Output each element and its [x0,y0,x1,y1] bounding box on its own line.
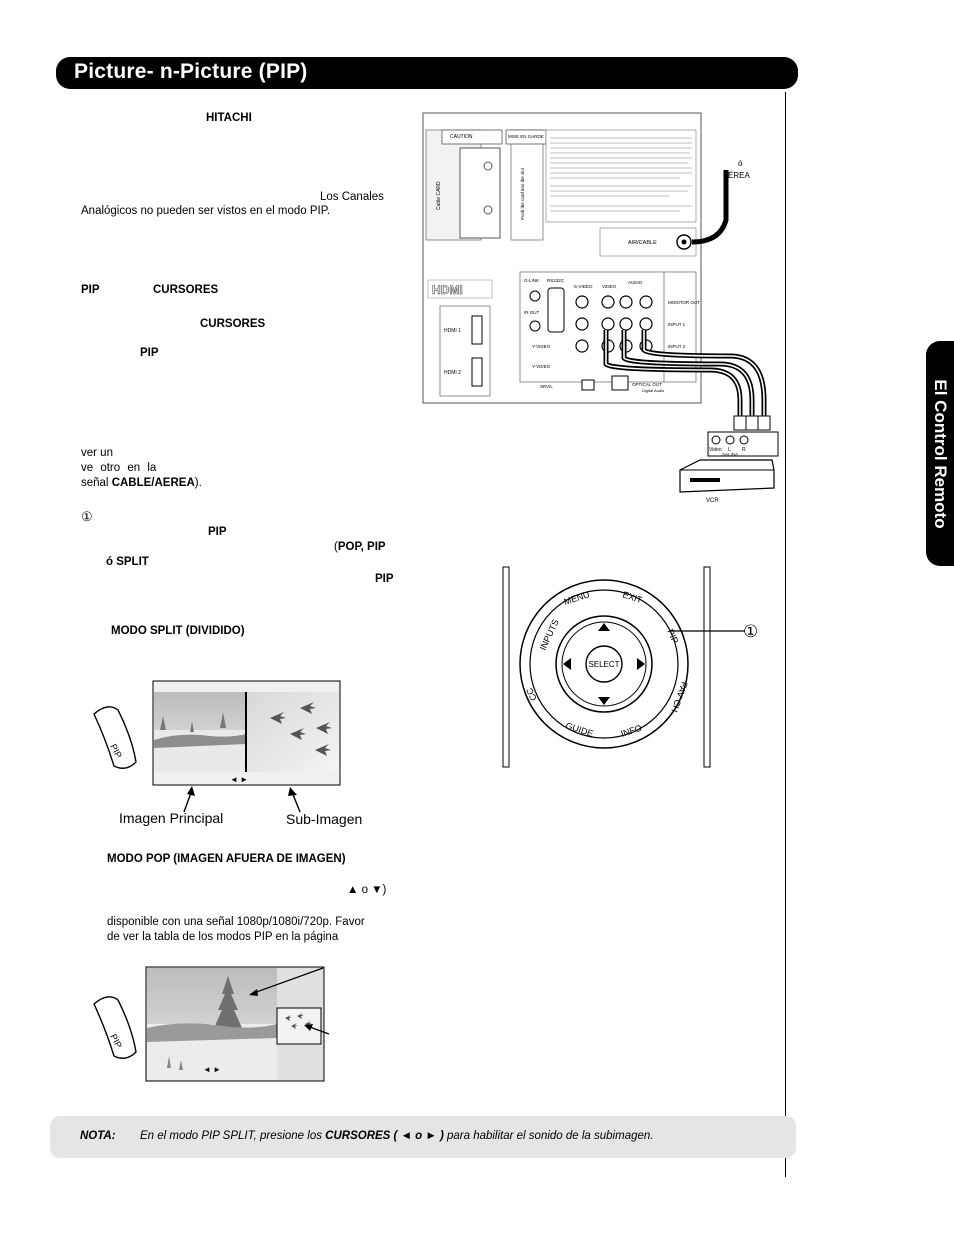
disponible-text: disponible con una señal 1080p/1080i/720… [107,916,365,928]
pip-text-2: PIP [140,347,159,359]
up-down-arrows-text: ▲ o ▼) [347,884,387,896]
pop-screen-illustration: ◄ ► [145,966,330,1082]
yvideo-text-2: Y-VIDEO [532,364,551,369]
cable-aerea-text: CABLE/AEREA [111,477,195,489]
input1-text: INPUT 1 [668,322,686,327]
vcr-salida-label: SALIDA [722,452,738,457]
pip-key-icon: PIP [93,706,137,769]
rs232c-text: RS232C [547,278,565,283]
split-screen-illustration: ◄ ► [152,680,341,786]
ver-un-text: ver un [81,447,113,459]
cable-card-text: Cable CARD [436,181,442,210]
select-label: SELECT [588,660,619,669]
area-o-text: ó [738,159,743,168]
ve-otro-text: ve otro en la [81,462,157,474]
monitor-out-text: MONITOR OUT [668,300,700,305]
digital-audio-text: Digital Audio [642,388,665,393]
senal-line: señal CABLE/AEREA). [81,476,202,490]
senal-post: ). [194,477,202,489]
side-tab [926,341,954,566]
note-label: NOTA: [80,1130,116,1142]
pip-text-4: PIP [375,573,394,585]
split-pointer-arrows [183,786,301,813]
note-box [50,1116,796,1158]
pip-text-3: PIP [208,526,227,538]
sub-imagen-label: Sub-Imagen [286,811,363,827]
vcr-r-label: R [742,447,746,453]
vcr-connection: Video L R SALIDA VCR [603,330,779,504]
brand-text: HITACHI [206,112,252,124]
audio-text: AUDIO [628,280,643,285]
mise-text: MISE EN GARDE [508,134,544,139]
pop-pip-text: POP, PIP [337,541,386,553]
note-bold: CURSORES ( ◄ o ► ) [325,1130,444,1142]
remote-callout: ① [743,622,758,641]
usb-text: SRVIL [540,384,553,389]
title-bar [56,57,798,89]
vcr-label: VCR [706,498,719,504]
cursores-text-2: CURSORES [200,318,266,330]
analog-text: Analógicos no pueden ser vistos en el mo… [81,205,331,217]
note-text: En el modo PIP SPLIT, presione los CURSO… [140,1130,654,1142]
cursores-text-1: CURSORES [153,284,219,296]
hdmi2-text: HDMI 2 [444,370,461,376]
yvideo-text-1: Y-VIDEO [532,344,551,349]
glink-text: G-LINK [524,278,539,283]
page-title: Picture- n-Picture (PIP) [74,60,308,83]
remote-illustration: SELECT MENU EXIT INPUTS PIP CC FAV CH GU… [502,566,758,768]
input2-text: INPUT 2 [668,344,686,349]
video-text: VIDEO [602,284,617,289]
vcr-video-label: Video [709,447,722,453]
step-one-marker: ① [81,509,93,524]
ir-out-text: IR OUT [524,310,540,315]
area-label-text: ÉREA [728,171,750,180]
modo-pop-heading: MODO POP (IMAGEN AFUERA DE IMAGEN) [107,853,346,865]
canales-text: Los Canales [320,191,384,203]
svideo-text: S-VIDEO [574,284,593,289]
pop-options: (POP, PIP [334,541,386,553]
pop-arrows: ◄ ► [203,1065,221,1074]
split-arrows: ◄ ► [230,775,248,784]
senal-pre: señal [81,477,112,489]
pip-key-icon-2: PIP [93,996,137,1059]
vcr-l-label: L [728,447,731,453]
modo-split-heading: MODO SPLIT (DIVIDIDO) [111,625,245,637]
imagen-principal-label: Imagen Principal [119,810,224,826]
tabla-text: de ver la tabla de los modos PIP en la p… [107,931,339,943]
column-divider [785,92,786,1177]
air-cable-text: AIR/CABLE [628,240,657,246]
hdmi1-text: HDMI 1 [444,328,461,334]
o-split-text: ó SPLIT [106,556,149,568]
hdmi-logo: HDMI [432,283,463,297]
push-card-text: Push the card into the slot [520,167,525,220]
caution-text: CAUTION [450,134,473,140]
side-tab-label: El Control Remoto [931,378,950,529]
optical-out-text: OPTICAL OUT [632,382,662,387]
tv-back-panel: Cable CARD Push the card into the slot C… [422,112,750,404]
pip-text-1: PIP [81,284,100,296]
